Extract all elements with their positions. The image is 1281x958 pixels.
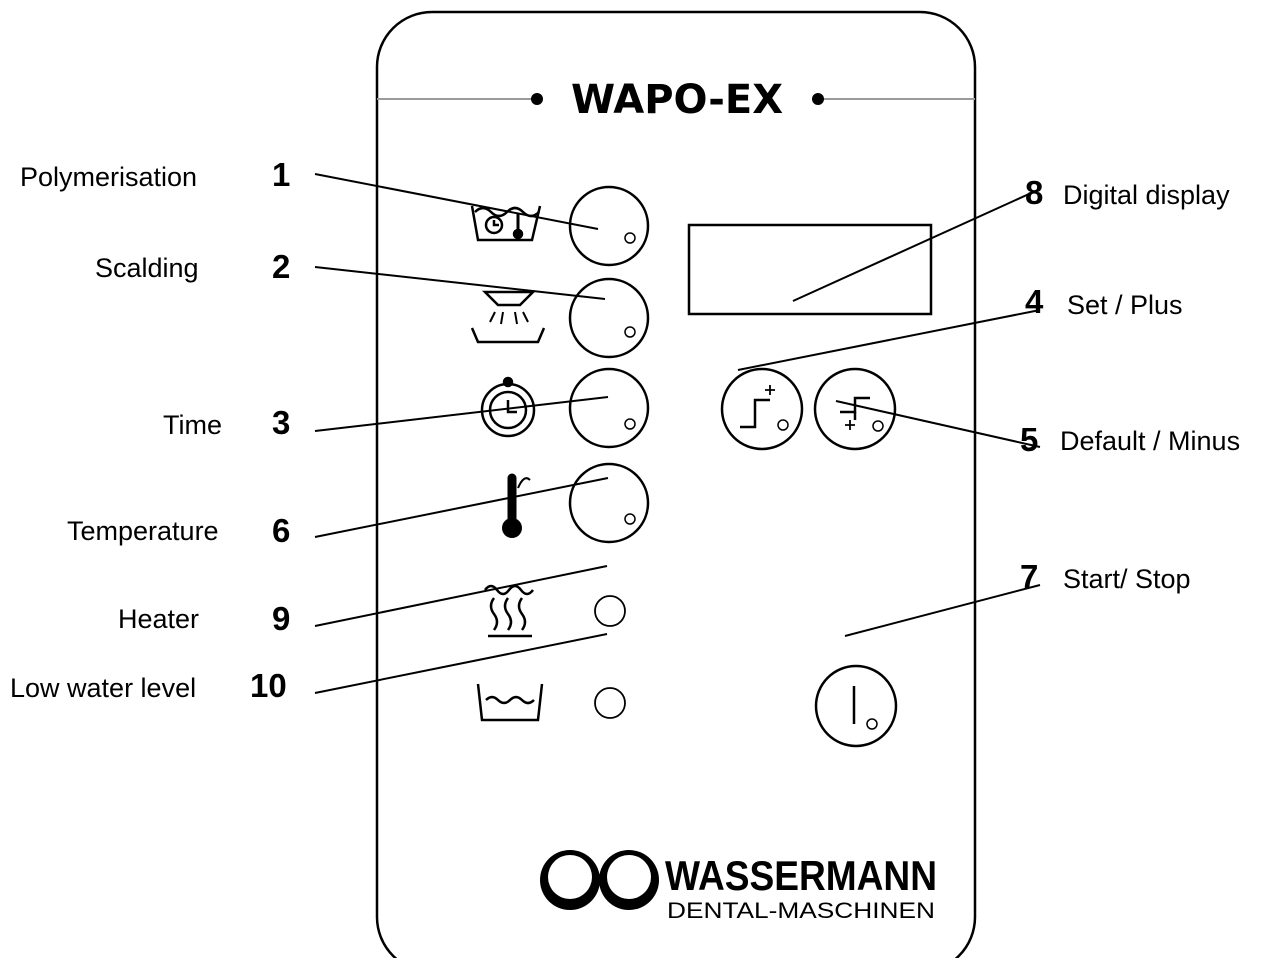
- thermometer-icon: [502, 473, 531, 538]
- leader-line-1: [314, 173, 599, 230]
- callout-label-default-minus: Default / Minus: [1060, 426, 1241, 456]
- digital-display: [687, 223, 933, 316]
- brand-subtitle: DENTAL-MASCHINEN: [667, 898, 935, 923]
- time-button[interactable]: [568, 367, 650, 449]
- step-up-plus-icon: [740, 385, 775, 429]
- leader-line-8: [792, 188, 1041, 302]
- set-plus-button[interactable]: [720, 367, 804, 451]
- header-dot-left: [531, 93, 543, 105]
- spray-bath-icon: [470, 290, 546, 344]
- callout-label-temperature: Temperature: [67, 516, 219, 546]
- leader-line-10: [314, 633, 608, 694]
- heater-indicator-led: [594, 595, 626, 627]
- leader-line-6: [314, 477, 609, 538]
- leader-line-4: [737, 309, 1041, 371]
- start-stop-button[interactable]: [814, 664, 898, 748]
- header-dot-right: [812, 93, 824, 105]
- set-plus-led: [777, 419, 789, 431]
- callout-label-set-plus: Set / Plus: [1067, 290, 1183, 320]
- panel-outline: [375, 10, 977, 958]
- brand-name: WASSERMANN: [665, 852, 937, 899]
- polymerisation-button[interactable]: [568, 185, 650, 267]
- leader-line-5: [835, 400, 1041, 448]
- callout-number-10: 10: [250, 667, 287, 704]
- leader-lines: [314, 173, 1041, 694]
- callout-number-5: 5: [1020, 421, 1039, 458]
- leader-line-7: [844, 584, 1041, 637]
- callout-number-7: 7: [1020, 558, 1039, 595]
- default-minus-led: [872, 420, 884, 432]
- callout-label-low-water-level: Low water level: [10, 673, 197, 703]
- callout-number-1: 1: [272, 156, 291, 193]
- scalding-led: [624, 326, 636, 338]
- callout-label-time: Time: [163, 410, 222, 440]
- callout-number-2: 2: [272, 248, 291, 285]
- time-led: [624, 418, 636, 430]
- polymerisation-led: [624, 232, 636, 244]
- callout-number-8: 8: [1025, 174, 1044, 211]
- callout-label-heater: Heater: [118, 604, 200, 634]
- callout-label-polymerisation: Polymerisation: [20, 162, 198, 192]
- callout-label-start-stop: Start/ Stop: [1063, 564, 1191, 594]
- leader-line-2: [314, 266, 606, 300]
- low-water-indicator-led: [594, 687, 626, 719]
- temperature-button[interactable]: [568, 462, 650, 544]
- callout-number-4: 4: [1025, 283, 1044, 320]
- callout-label-scalding: Scalding: [95, 253, 199, 283]
- scalding-button[interactable]: [568, 277, 650, 359]
- temperature-led: [624, 513, 636, 525]
- callout-number-9: 9: [272, 600, 291, 637]
- start-stop-led: [866, 718, 878, 730]
- panel-title: WAPO-EX: [571, 77, 783, 123]
- callout-number-6: 6: [272, 512, 291, 549]
- leader-line-9: [314, 565, 608, 627]
- water-basin-icon: [476, 683, 544, 722]
- leader-line-3: [314, 396, 609, 432]
- callout-label-digital-display: Digital display: [1063, 180, 1230, 210]
- heat-waves-icon: [484, 584, 534, 638]
- wassermann-logo: WASSERMANN DENTAL-MASCHINEN: [540, 850, 937, 923]
- callout-number-3: 3: [272, 404, 291, 441]
